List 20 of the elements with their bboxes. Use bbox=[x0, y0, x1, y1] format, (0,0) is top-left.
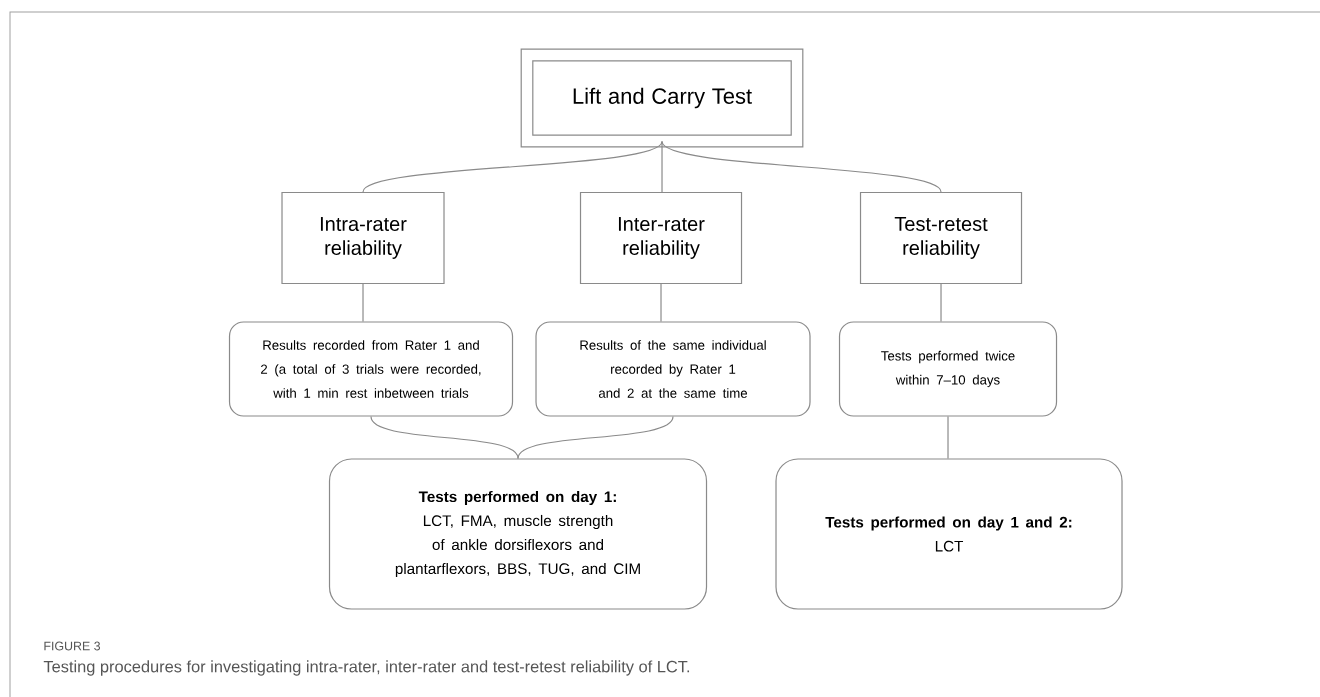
connector-line bbox=[661, 141, 663, 193]
result-box: Tests performed on day 1 and 2: LCT bbox=[775, 458, 1123, 610]
category-box: Test-retest reliability bbox=[859, 191, 1023, 285]
connector-line bbox=[517, 416, 674, 459]
connector-line bbox=[370, 416, 519, 459]
connector-line bbox=[947, 416, 949, 459]
caption: Testing procedures for investigating intra-rater, inter-rater and test-retest reliability of LCT. bbox=[43, 660, 690, 676]
title-box: Lift and Carry Test bbox=[520, 48, 804, 148]
process-box: Tests performed twice within 7–10 days bbox=[838, 321, 1058, 417]
connector-line bbox=[661, 141, 942, 193]
connector-line bbox=[940, 283, 942, 322]
figure-number: FIGURE 3 bbox=[44, 641, 101, 651]
connector-line bbox=[362, 283, 364, 322]
connector-line bbox=[660, 283, 662, 322]
category-box: Intra-rater reliability bbox=[281, 191, 445, 285]
category-box: Inter-rater reliability bbox=[579, 191, 743, 285]
process-box: Results of the same individual recorded by Rater 1 and 2 at the same time bbox=[535, 321, 811, 417]
connector-line bbox=[362, 141, 663, 193]
process-box: Results recorded from Rater 1 and 2 (a total of 3 trials were recorded, with 1 min rest inbetween trials bbox=[228, 321, 514, 417]
result-box: Tests performed on day 1: LCT, FMA, muscle strength of ankle dorsiflexors and plantarflexors, BBS, TUG, and CIM bbox=[328, 458, 708, 610]
